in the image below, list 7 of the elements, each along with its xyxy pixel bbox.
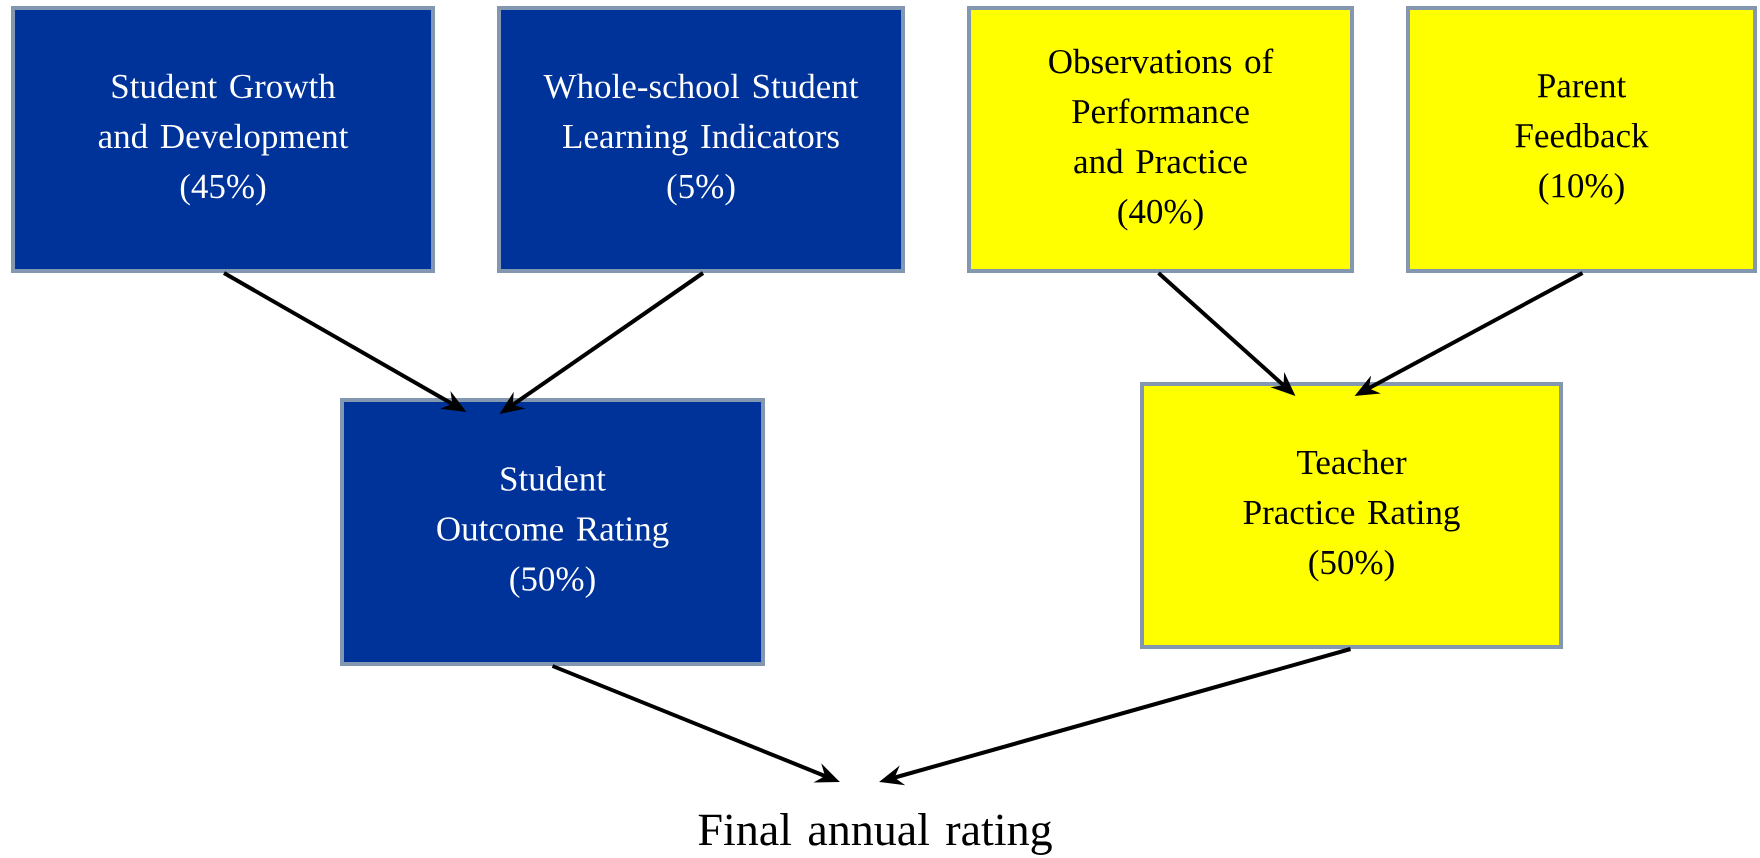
component-box: Student Growth and Development (45%) bbox=[11, 6, 435, 273]
component-box: Parent Feedback (10%) bbox=[1406, 6, 1757, 273]
component-box: Whole-school Student Learning Indicators (5%) bbox=[497, 6, 905, 273]
rating-box: Student Outcome Rating (50%) bbox=[340, 398, 765, 666]
component-box: Observations of Performance and Practice (40%) bbox=[967, 6, 1354, 273]
rating-box: Teacher Practice Rating (50%) bbox=[1140, 382, 1563, 649]
result-label: Final annual rating bbox=[698, 813, 1052, 855]
